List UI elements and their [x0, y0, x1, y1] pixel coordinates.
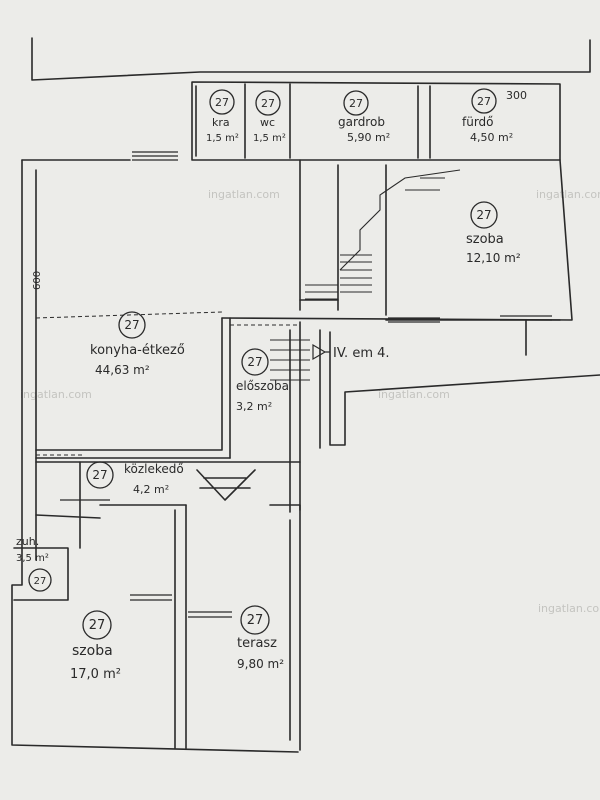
room-labels: 27 kra 1,5 m² 27 wc 1,5 m² 27 gardrob 5,90 m² 27 f…	[16, 88, 521, 682]
room-badge-circle	[82, 610, 112, 640]
room-szoba-1: 27 szoba 12,10 m²	[466, 201, 521, 265]
windows	[60, 151, 552, 618]
room-area: 9,80 m²	[237, 657, 284, 671]
room-area: 3,2 m²	[236, 400, 272, 413]
room-badge-circle	[118, 311, 146, 339]
floor-note-group: IV. em 4.	[312, 343, 390, 361]
room-name: gardrob	[338, 115, 385, 129]
room-konyha: 27 konyha-étkező 44,63 m²	[90, 311, 185, 377]
room-kamra: 27 kra 1,5 m²	[206, 89, 239, 144]
floor-note: IV. em 4.	[333, 346, 390, 361]
room-name: szoba	[466, 232, 504, 247]
room-badge: 27	[476, 208, 491, 222]
room-name: terasz	[237, 636, 277, 651]
room-area: 1,5 m²	[253, 133, 286, 144]
room-area: 44,63 m²	[95, 363, 150, 377]
room-area: 4,2 m²	[133, 483, 169, 496]
room-badge: 27	[247, 613, 264, 628]
room-badge: 27	[261, 97, 275, 110]
room-area: 12,10 m²	[466, 251, 521, 265]
room-badge: 27	[92, 468, 107, 482]
room-name: szoba	[72, 643, 113, 659]
watermark: ingatlan.com	[378, 388, 450, 401]
room-badge: 27	[89, 618, 106, 633]
room-name: fürdő	[462, 115, 494, 129]
room-badge-circle	[86, 461, 114, 489]
room-terasz: 27 terasz 9,80 m²	[237, 605, 284, 671]
room-name: kra	[212, 116, 230, 129]
room-badge: 27	[247, 355, 262, 369]
room-area: 3,5 m²	[16, 553, 49, 564]
staircase	[270, 169, 461, 381]
room-name: wc	[260, 116, 275, 129]
walls	[11, 37, 600, 753]
room-kozlekedo: 27 közlekedő 4,2 m²	[86, 461, 184, 496]
room-area: 4,50 m²	[470, 131, 513, 144]
room-badge-circle	[240, 605, 270, 635]
room-area: 1,5 m²	[206, 133, 239, 144]
room-badge-circle	[255, 90, 281, 116]
room-badge-circle	[470, 201, 498, 229]
watermarks: ingatlan.com ingatlan.com ingatlan.com i…	[20, 188, 600, 615]
room-badge-circle	[28, 568, 52, 592]
room-gardrob: 27 gardrob 5,90 m²	[338, 90, 390, 144]
room-szoba-2: 27 szoba 17,0 m²	[70, 610, 121, 682]
watermark: ingatlan.com	[536, 188, 600, 201]
dimension-left: 600	[32, 271, 43, 290]
room-badge: 27	[124, 318, 139, 332]
room-area: 17,0 m²	[70, 667, 121, 682]
room-badge-circle	[343, 90, 369, 116]
room-name: közlekedő	[124, 462, 184, 476]
room-name: előszoba	[236, 379, 289, 393]
room-eloszoba: 27 előszoba 3,2 m²	[236, 348, 289, 413]
room-badge-circle	[209, 89, 235, 115]
watermark: ingatlan.com	[208, 188, 280, 201]
room-area: 5,90 m²	[347, 131, 390, 144]
room-badge: 27	[477, 95, 491, 108]
watermark: ingatlan.com	[538, 602, 600, 615]
dimension-top: 300	[506, 89, 527, 102]
room-wc: 27 wc 1,5 m²	[253, 90, 286, 144]
room-furdo: 27 fürdő 4,50 m²	[462, 88, 513, 144]
room-badge: 27	[215, 96, 229, 109]
room-badge: 27	[349, 97, 363, 110]
room-badge-circle	[471, 88, 497, 114]
room-zuhany: 27 zuh. 3,5 m²	[16, 535, 52, 592]
room-name: konyha-étkező	[90, 343, 185, 358]
room-badge: 27	[34, 576, 47, 587]
dimensions: 300 600	[32, 89, 527, 290]
room-badge-circle	[241, 348, 269, 376]
watermark: ingatlan.com	[20, 388, 92, 401]
room-name: zuh.	[16, 535, 39, 548]
door-lines	[35, 170, 339, 456]
